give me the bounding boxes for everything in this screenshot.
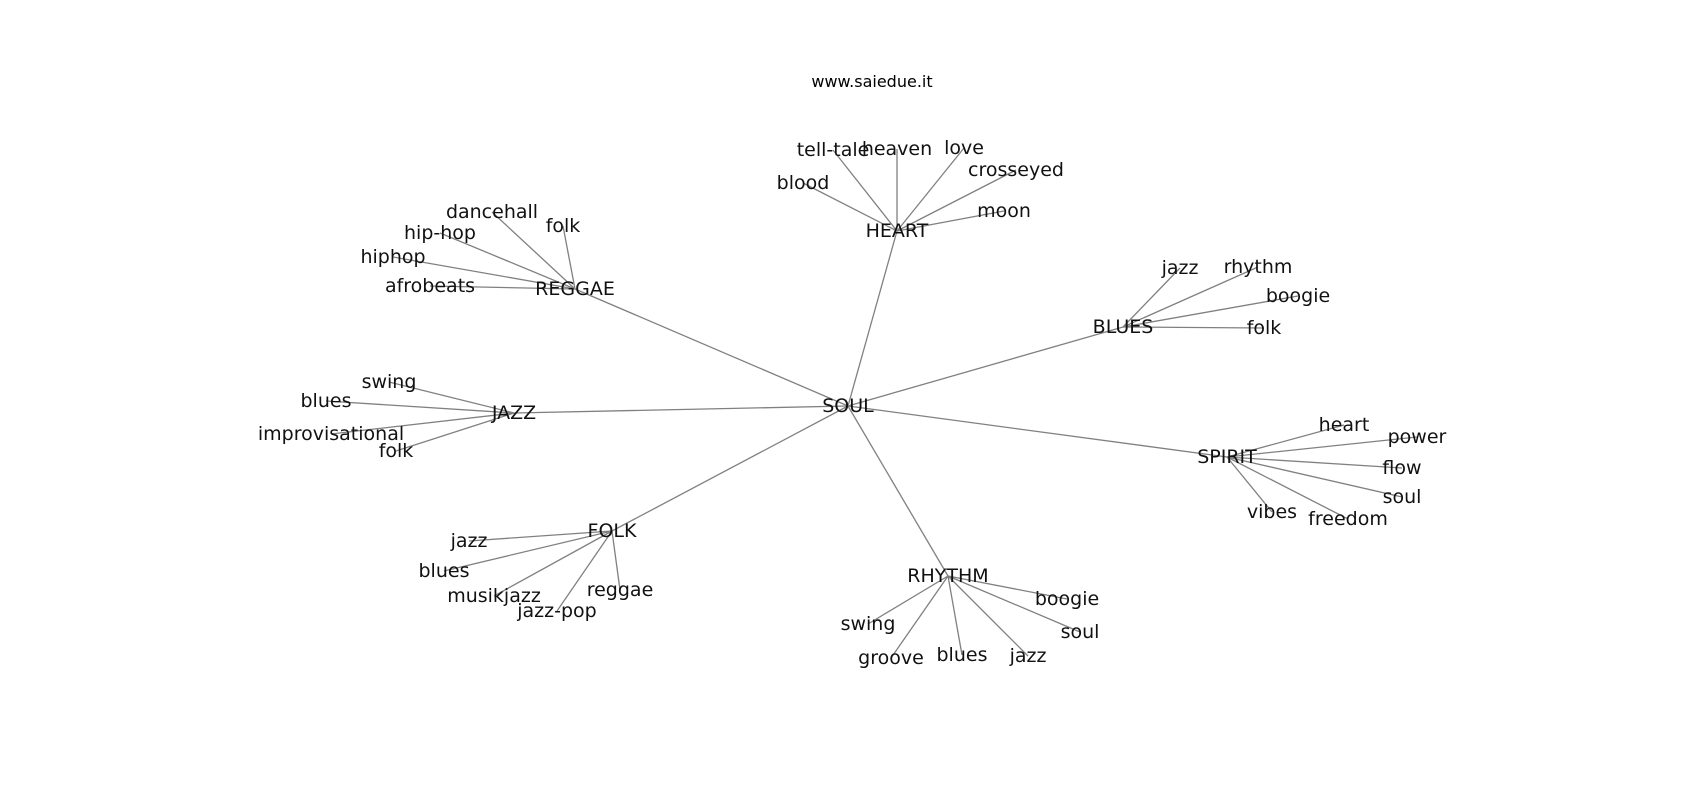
- leaf-node-label: blues: [937, 644, 988, 666]
- edge-root-heart: [847, 230, 898, 407]
- edge-root-spirit: [847, 405, 1228, 458]
- edge-folk-4: [556, 530, 613, 612]
- leaf-node-label: tell-tale: [797, 139, 870, 161]
- edge-spirit-2: [1226, 456, 1403, 469]
- leaf-node-label: blood: [777, 172, 830, 194]
- edge-blues-3: [1122, 326, 1265, 329]
- leaf-node-label: jazz: [450, 530, 488, 552]
- hub-node-label: RHYTHM: [907, 565, 988, 587]
- edge-reggae-0: [491, 211, 576, 290]
- edge-root-folk: [611, 405, 849, 532]
- leaf-node-label: afrobeats: [385, 275, 475, 297]
- edge-reggae-4: [429, 285, 576, 290]
- leaf-node-label: folk: [1247, 317, 1282, 339]
- hub-node-label: BLUES: [1093, 316, 1154, 338]
- leaf-node-label: jazz-pop: [516, 600, 596, 622]
- leaf-node-label: rhythm: [1224, 256, 1293, 278]
- leaf-node-label: hip-hop: [404, 222, 476, 244]
- edge-root-blues: [847, 326, 1124, 407]
- leaf-node-label: moon: [977, 200, 1031, 222]
- edge-folk-1: [443, 530, 613, 572]
- edge-heart-0: [832, 149, 898, 232]
- leaf-node-label: jazz: [1161, 257, 1199, 279]
- edge-folk-0: [468, 530, 613, 542]
- hub-node-label: REGGAE: [535, 278, 615, 300]
- leaf-node-label: reggae: [587, 579, 654, 601]
- edge-jazz-1: [325, 400, 515, 414]
- leaf-node-label: blues: [301, 390, 352, 412]
- edge-folk-3: [611, 530, 621, 591]
- edge-rhythm-4: [947, 575, 963, 656]
- root-node-label: SOUL: [822, 395, 874, 417]
- leaf-node-label: soul: [1383, 486, 1422, 508]
- leaf-node-label: musikjazz: [447, 585, 541, 607]
- leaf-node-label: swing: [362, 371, 417, 393]
- leaf-node-label: soul: [1061, 621, 1100, 643]
- edge-blues-0: [1122, 267, 1181, 328]
- edge-folk-2: [493, 530, 613, 597]
- leaf-node-label: heart: [1319, 414, 1370, 436]
- leaf-node-label: heaven: [862, 138, 932, 160]
- leaf-node-label: crosseyed: [968, 159, 1064, 181]
- edge-jazz-2: [330, 412, 515, 435]
- edge-root-jazz: [513, 405, 849, 414]
- edge-reggae-2: [439, 232, 576, 290]
- leaf-node-label: groove: [858, 647, 924, 669]
- edge-heart-4: [802, 182, 898, 232]
- edge-rhythm-2: [947, 575, 1081, 633]
- edge-spirit-0: [1226, 424, 1345, 458]
- edge-root-reggae: [574, 288, 849, 407]
- edge-spirit-5: [1226, 456, 1349, 520]
- hub-node-label: FOLK: [588, 520, 637, 542]
- hub-node-label: SPIRIT: [1197, 446, 1257, 468]
- edge-heart-2: [896, 147, 965, 232]
- edge-spirit-4: [1226, 456, 1273, 513]
- edge-heart-3: [896, 169, 1017, 232]
- hub-node-label: HEART: [866, 220, 929, 242]
- edge-blues-2: [1122, 295, 1299, 328]
- edge-reggae-1: [562, 225, 576, 290]
- edge-rhythm-3: [890, 575, 949, 659]
- edge-rhythm-0: [947, 575, 1068, 600]
- leaf-node-label: blues: [419, 560, 470, 582]
- edge-spirit-3: [1226, 456, 1403, 498]
- leaf-node-label: improvisational: [258, 423, 404, 445]
- site-caption: www.saiedue.it: [811, 72, 932, 91]
- edges-layer: [325, 147, 1418, 659]
- edge-blues-1: [1122, 266, 1259, 328]
- edge-jazz-3: [395, 412, 515, 452]
- leaf-node-label: boogie: [1266, 285, 1330, 307]
- edge-root-rhythm: [847, 405, 949, 577]
- leaf-node-label: jazz: [1009, 645, 1047, 667]
- leaf-node-label: dancehall: [446, 201, 538, 223]
- edge-rhythm-1: [867, 575, 949, 625]
- edge-rhythm-5: [947, 575, 1029, 657]
- leaf-node-label: swing: [841, 613, 896, 635]
- leaf-node-label: vibes: [1247, 501, 1297, 523]
- leaf-node-label: power: [1388, 426, 1447, 448]
- edge-jazz-0: [388, 381, 515, 414]
- edge-heart-5: [896, 210, 1005, 232]
- leaf-node-label: folk: [546, 215, 581, 237]
- hub-node-label: JAZZ: [491, 402, 536, 424]
- leaf-node-label: love: [944, 137, 984, 159]
- leaf-node-label: flow: [1382, 457, 1421, 479]
- leaf-node-label: folk: [379, 440, 414, 462]
- leaf-node-label: freedom: [1308, 508, 1388, 530]
- edge-reggae-3: [392, 256, 576, 290]
- leaf-node-label: boogie: [1035, 588, 1099, 610]
- edge-spirit-1: [1226, 436, 1418, 458]
- leaf-node-label: hiphop: [360, 246, 425, 268]
